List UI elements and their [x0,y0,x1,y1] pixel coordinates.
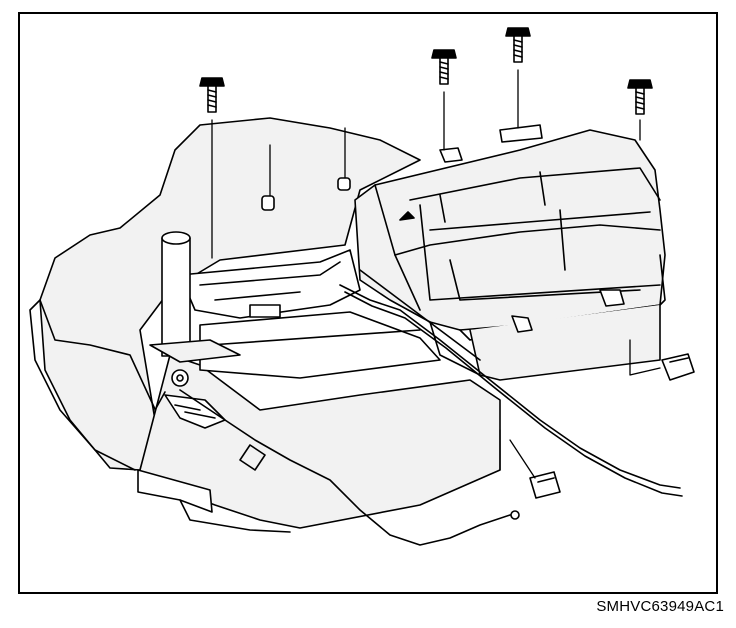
blower-case [355,125,665,380]
control-cable [180,390,519,545]
diagram-frame [18,12,718,594]
evaporator-tray [180,250,440,378]
figure-code: SMHVC63949AC1 [596,598,724,615]
clip-lower-right [530,354,694,498]
heater-core-housing [30,118,500,532]
bolt-3-icon [506,28,530,62]
vertical-post [150,232,240,362]
leader-lines [212,70,660,478]
bolt-2-icon [432,50,456,84]
bolt-4-icon [628,80,652,114]
linkage-actuator [155,370,225,428]
blower-cable-harness [340,270,682,496]
clip-upper [262,178,350,210]
bolt-1-icon [200,78,224,112]
